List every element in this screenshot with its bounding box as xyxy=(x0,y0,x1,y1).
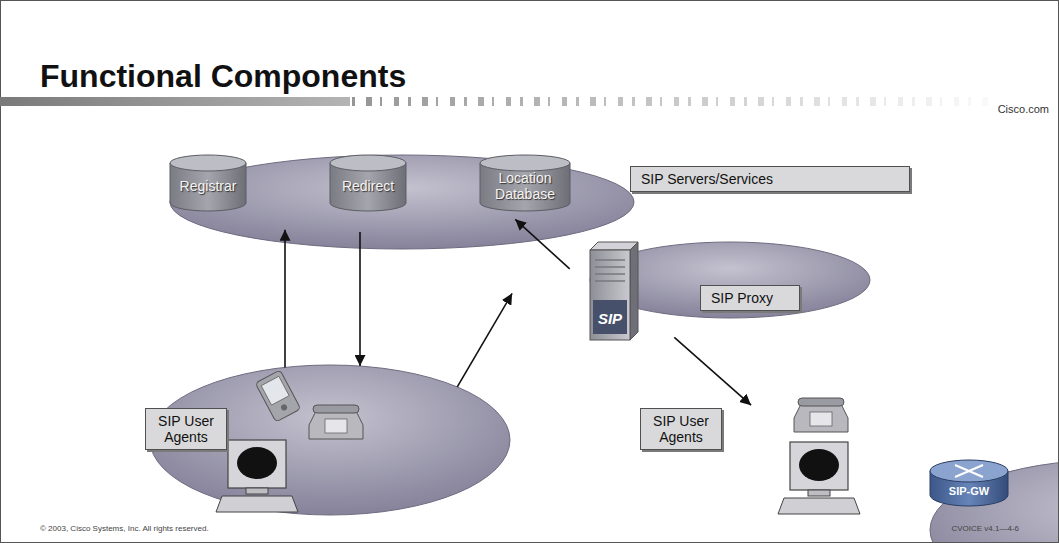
database-label: Registrar xyxy=(180,179,237,195)
group-label-box: SIP User Agents xyxy=(145,408,227,450)
server-group-ellipse-outline xyxy=(125,138,425,288)
arrow-connector xyxy=(674,337,751,405)
arrow-connector xyxy=(515,219,569,268)
icon-label: SIP xyxy=(598,311,622,326)
database-label: Redirect xyxy=(342,179,394,195)
database-cylinder: Registrar xyxy=(170,155,246,211)
database-label: Location Database xyxy=(480,171,570,202)
database-cylinder: Location Database xyxy=(480,155,570,211)
title-barcode xyxy=(352,97,988,106)
phone-icon xyxy=(794,398,848,432)
icon-label: SIP-GW xyxy=(949,486,989,497)
database-cylinder: Redirect xyxy=(330,155,406,211)
pda-icon xyxy=(255,370,300,422)
gateway-router-icon-outline xyxy=(930,460,1008,506)
proxy-group-ellipse: SIPSIP Proxy xyxy=(510,262,790,338)
computer-icon xyxy=(778,442,860,514)
footer-text: © 2003, Cisco Systems, Inc. All rights r… xyxy=(40,525,209,533)
phone-icon xyxy=(309,405,363,439)
arrow-connector xyxy=(457,293,512,387)
group-label-box: SIP Proxy xyxy=(700,285,800,311)
user-agent-ellipse: SIP-GWSIP User Agents xyxy=(690,388,1045,528)
server-group-ellipse: RegistrarRedirectLocation DatabaseSIP Se… xyxy=(125,138,589,232)
arrow-connector xyxy=(284,230,286,368)
user-agent-ellipse-outline xyxy=(690,388,990,538)
group-label-box: SIP Servers/Services xyxy=(630,166,910,192)
slide-title: Functional Components xyxy=(40,60,406,92)
sip-server-icon: SIP xyxy=(590,242,638,340)
footer-text: CVOICE v4.1—4-6 xyxy=(951,525,1019,533)
group-label-box: SIP User Agents xyxy=(640,408,722,450)
gateway-router-icon: SIP-GW xyxy=(930,460,1008,506)
user-agent-ellipse: SIP User Agents xyxy=(150,365,510,515)
computer-icon xyxy=(216,440,298,512)
arrow-connector xyxy=(359,232,361,366)
title-bar xyxy=(0,97,350,106)
site-label: Cisco.com xyxy=(998,104,1049,115)
